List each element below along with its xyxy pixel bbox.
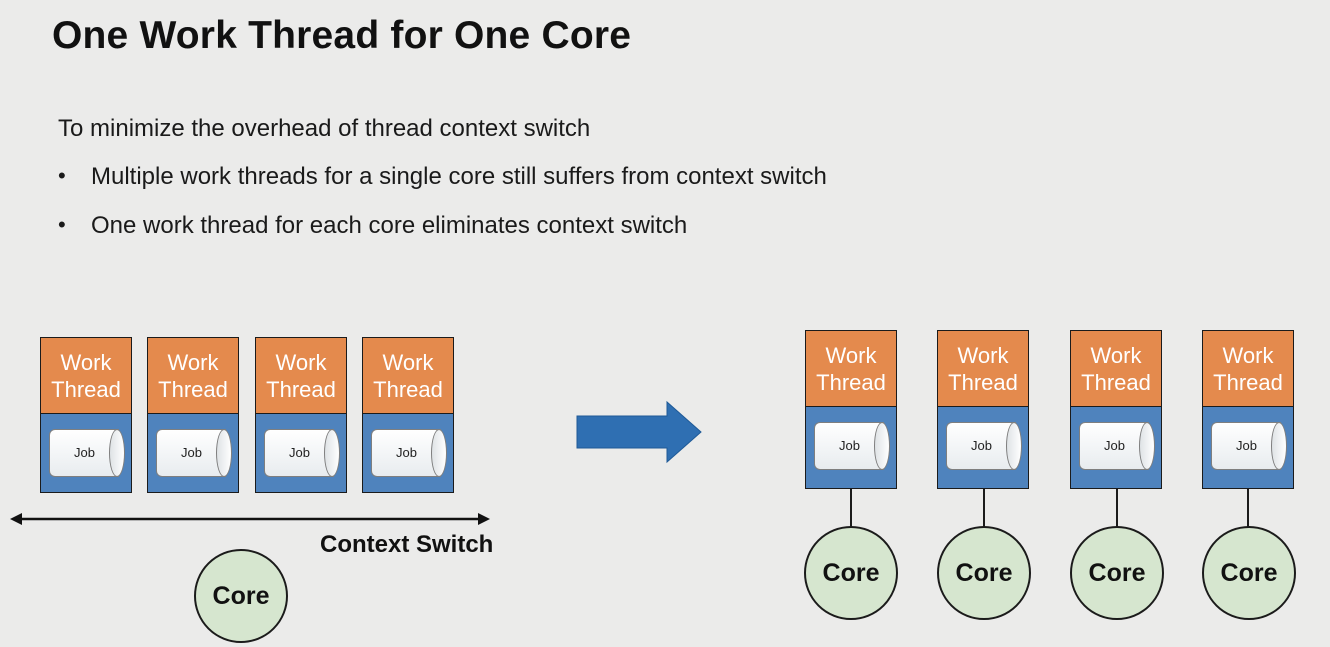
work-thread-label: Thread [158,377,228,402]
job-cylinder: Job [156,429,232,477]
work-thread-label: Work [957,343,1009,368]
work-thread-box: Work Thread Job [40,337,132,493]
bullet-marker: • [58,163,66,188]
work-thread-header: Work Thread [41,338,131,414]
thread-core-connector [850,489,852,527]
work-thread-label: Thread [51,377,121,402]
work-thread-label: Work [275,350,327,375]
core-circle: Core [1070,526,1164,620]
job-cylinder: Job [1211,422,1287,470]
job-cylinder: Job [1079,422,1155,470]
work-thread-header: Work Thread [1203,331,1293,407]
work-thread-header: Work Thread [363,338,453,414]
work-thread-label: Thread [948,370,1018,395]
work-thread-header: Work Thread [806,331,896,407]
job-cylinder: Job [946,422,1022,470]
core-circle: Core [1202,526,1296,620]
slide-title: One Work Thread for One Core [52,14,632,57]
job-cylinder-end [109,429,125,477]
work-thread-label: Work [382,350,434,375]
context-switch-label: Context Switch [320,531,494,558]
job-label: Job [264,429,334,477]
work-thread-box: Work Thread Job [937,330,1029,489]
job-label: Job [156,429,226,477]
bullet-item: Multiple work threads for a single core … [91,163,827,190]
job-label: Job [814,422,884,470]
job-cylinder-end [216,429,232,477]
work-thread-header: Work Thread [148,338,238,414]
job-cylinder-end [874,422,890,470]
work-thread-label: Work [825,343,877,368]
thread-core-connector [983,489,985,527]
core-circle: Core [937,526,1031,620]
core-circle: Core [194,549,288,643]
work-thread-box: Work Thread Job [362,337,454,493]
job-label: Job [49,429,119,477]
thread-core-connector [1247,489,1249,527]
job-cylinder: Job [49,429,125,477]
job-cylinder-end [1271,422,1287,470]
intro-text: To minimize the overhead of thread conte… [58,115,591,142]
work-thread-header: Work Thread [256,338,346,414]
work-thread-label: Thread [816,370,886,395]
job-cylinder: Job [371,429,447,477]
work-thread-box: Work Thread Job [147,337,239,493]
work-thread-label: Thread [373,377,443,402]
work-thread-label: Thread [1081,370,1151,395]
job-label: Job [371,429,441,477]
work-thread-label: Thread [1213,370,1283,395]
work-thread-box: Work Thread Job [255,337,347,493]
job-label: Job [1211,422,1281,470]
work-thread-label: Thread [266,377,336,402]
job-cylinder-end [1139,422,1155,470]
job-cylinder-end [324,429,340,477]
work-thread-box: Work Thread Job [805,330,897,489]
thread-core-connector [1116,489,1118,527]
work-thread-label: Work [167,350,219,375]
job-cylinder: Job [814,422,890,470]
work-thread-header: Work Thread [938,331,1028,407]
job-cylinder-end [431,429,447,477]
work-thread-label: Work [60,350,112,375]
work-thread-header: Work Thread [1071,331,1161,407]
job-cylinder: Job [264,429,340,477]
job-label: Job [1079,422,1149,470]
work-thread-box: Work Thread Job [1202,330,1294,489]
bullet-marker: • [58,212,66,237]
context-switch-double-arrow-icon [10,513,490,525]
work-thread-label: Work [1222,343,1274,368]
work-thread-box: Work Thread Job [1070,330,1162,489]
core-circle: Core [804,526,898,620]
right-arrow-icon [576,400,702,464]
bullet-item: One work thread for each core eliminates… [91,212,688,239]
job-label: Job [946,422,1016,470]
work-thread-label: Work [1090,343,1142,368]
job-cylinder-end [1006,422,1022,470]
